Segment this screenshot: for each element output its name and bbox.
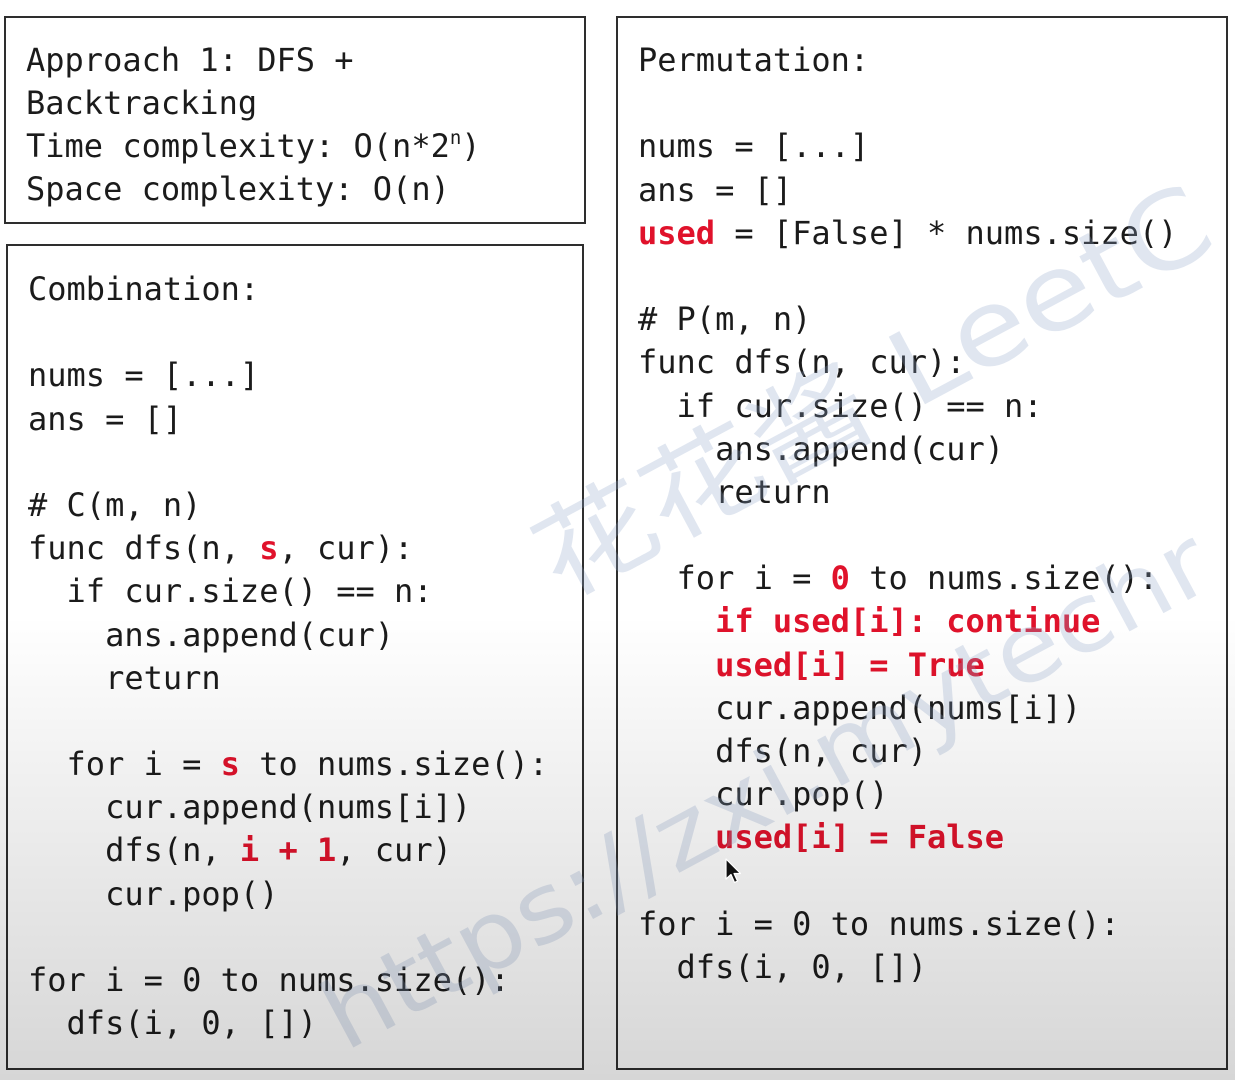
- code-token: nums = [...]: [28, 356, 260, 395]
- code-token: [638, 646, 715, 684]
- code-line: cur.append(nums[i]): [638, 687, 1226, 730]
- highlighted-code-token: if used[i]: continue: [715, 602, 1101, 641]
- code-line: if cur.size() == n:: [28, 570, 582, 613]
- code-line: for i = s to nums.size():: [28, 743, 582, 786]
- code-line: dfs(n, cur): [638, 730, 1226, 773]
- code-token: [638, 818, 715, 856]
- code-line: ans.append(cur): [28, 614, 582, 657]
- code-line: return: [638, 471, 1226, 514]
- highlighted-code-token: used: [638, 213, 716, 252]
- code-line: used[i] = False: [638, 816, 1226, 859]
- code-line: cur.pop(): [638, 773, 1226, 816]
- code-token: ans = []: [638, 170, 793, 209]
- code-line: func dfs(n, cur):: [638, 341, 1226, 384]
- code-line: ans = []: [638, 169, 1226, 212]
- time-complexity: Time complexity: O(n*2n): [26, 125, 584, 168]
- approach-title-line: Approach 1: DFS +: [26, 41, 354, 79]
- highlighted-code-token: 0: [830, 559, 850, 598]
- code-token: for i = 0 to nums.size():: [638, 904, 1120, 943]
- code-token: return: [638, 472, 831, 511]
- code-line: nums = [...]: [28, 354, 582, 397]
- code-token: for i =: [638, 559, 831, 598]
- code-token: to nums.size():: [239, 745, 549, 784]
- code-token: dfs(i, 0, []): [28, 1004, 317, 1043]
- permutation-code-box: Permutation:nums = [...]ans = []used = […: [616, 16, 1228, 1070]
- code-line: nums = [...]: [638, 125, 1226, 168]
- code-token: func dfs(n,: [28, 529, 260, 568]
- code-token: cur.append(nums[i]): [28, 788, 472, 827]
- highlighted-code-token: used[i] = True: [715, 645, 985, 684]
- code-line: [28, 441, 582, 484]
- code-line: [638, 514, 1226, 557]
- code-line: cur.pop(): [28, 873, 582, 916]
- code-token: ans.append(cur): [638, 429, 1005, 468]
- code-line: if cur.size() == n:: [638, 385, 1226, 428]
- code-token: dfs(i, 0, []): [638, 947, 927, 986]
- code-line: dfs(i, 0, []): [638, 946, 1226, 989]
- code-token: dfs(n,: [28, 831, 240, 870]
- space-complexity: Space complexity: O(n): [26, 170, 450, 208]
- code-line: for i = 0 to nums.size():: [638, 903, 1226, 946]
- code-line: [638, 255, 1226, 298]
- code-line: return: [28, 657, 582, 700]
- code-token: if cur.size() == n:: [638, 386, 1043, 425]
- code-line: [28, 916, 582, 959]
- code-token: [638, 602, 715, 640]
- approach-summary-box: Approach 1: DFS + Backtracking Time comp…: [4, 16, 586, 224]
- code-token: ans = []: [28, 399, 183, 438]
- code-line: dfs(n, i + 1, cur): [28, 829, 582, 872]
- time-complexity-label: Time complexity: O(n*2: [26, 127, 450, 165]
- code-line: ans.append(cur): [638, 428, 1226, 471]
- code-token: cur.pop(): [638, 775, 889, 814]
- combination-code-box: Combination: nums = [...] ans = [] # C(m, n…: [6, 244, 584, 1070]
- code-token: , cur):: [278, 529, 414, 568]
- code-line: used = [False] * nums.size(): [638, 212, 1226, 255]
- code-token: Combination:: [28, 270, 260, 308]
- code-token: # P(m, n): [638, 300, 812, 339]
- code-token: if cur.size() == n:: [28, 572, 433, 611]
- highlighted-code-token: s: [259, 529, 279, 568]
- code-token: func dfs(n, cur):: [638, 343, 966, 382]
- code-token: , cur): [336, 831, 452, 870]
- code-line: for i = 0 to nums.size():: [28, 959, 582, 1002]
- code-line: dfs(i, 0, []): [28, 1002, 582, 1045]
- code-token: to nums.size():: [849, 559, 1159, 598]
- code-token: for i = 0 to nums.size():: [28, 961, 510, 999]
- code-line: ans = []: [28, 398, 582, 441]
- code-line: # P(m, n): [638, 298, 1226, 341]
- time-complexity-exponent: n: [449, 127, 462, 149]
- code-line: Permutation:: [638, 39, 1226, 82]
- highlighted-code-token: used[i] = False: [715, 818, 1005, 857]
- code-line: # C(m, n): [28, 484, 582, 527]
- code-line: for i = 0 to nums.size():: [638, 557, 1226, 600]
- code-token: # C(m, n): [28, 485, 202, 524]
- code-line: [638, 82, 1226, 125]
- code-line: if used[i]: continue: [638, 600, 1226, 643]
- code-token: return: [28, 658, 221, 697]
- code-line: [28, 700, 582, 743]
- code-token: nums = [...]: [638, 127, 870, 166]
- code-token: = [False] * nums.size(): [715, 213, 1178, 252]
- code-token: for i =: [28, 745, 221, 784]
- code-token: ans.append(cur): [28, 615, 395, 654]
- highlighted-code-token: s: [220, 745, 240, 784]
- code-token: cur.pop(): [28, 874, 279, 913]
- code-line: func dfs(n, s, cur):: [28, 527, 582, 570]
- highlighted-code-token: i + 1: [239, 831, 337, 870]
- code-token: cur.append(nums[i]): [638, 688, 1082, 727]
- code-token: dfs(n, cur): [638, 732, 927, 770]
- approach-title-line: Backtracking: [26, 84, 258, 122]
- code-line: used[i] = True: [638, 644, 1226, 687]
- code-line: [28, 311, 582, 354]
- time-complexity-close: ): [461, 127, 481, 165]
- code-line: Combination:: [28, 268, 582, 311]
- code-line: [638, 860, 1226, 903]
- code-line: cur.append(nums[i]): [28, 786, 582, 829]
- code-token: Permutation:: [638, 41, 870, 79]
